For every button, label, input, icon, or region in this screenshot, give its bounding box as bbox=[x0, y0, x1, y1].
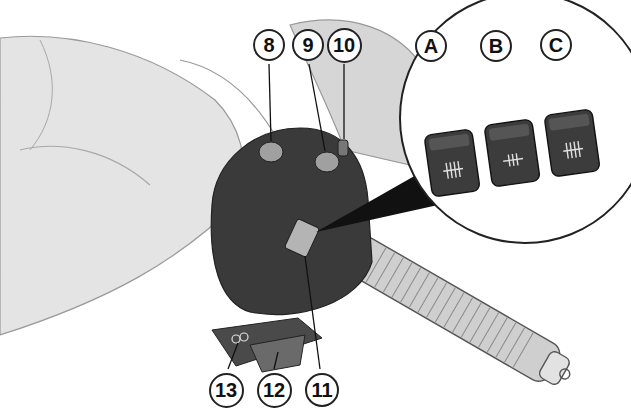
callout-number: B bbox=[489, 36, 503, 56]
brake-line bbox=[180, 60, 275, 135]
switch-a bbox=[424, 129, 480, 197]
tank-edge bbox=[30, 40, 52, 150]
callout-circle: B bbox=[480, 30, 512, 62]
tank-edge bbox=[20, 146, 150, 185]
handlebar-grip bbox=[340, 232, 580, 395]
magnifier-circle bbox=[400, 0, 631, 243]
fuel-tank bbox=[0, 36, 244, 335]
leader-lines bbox=[228, 64, 344, 369]
callout-number: 11 bbox=[311, 380, 332, 400]
callout-circle: 9 bbox=[292, 29, 324, 61]
switch-c bbox=[544, 109, 600, 177]
callout-circle: 8 bbox=[253, 29, 285, 61]
switch-b bbox=[484, 119, 540, 187]
lever-icon bbox=[240, 333, 248, 341]
switch-10 bbox=[338, 140, 348, 156]
button-9 bbox=[315, 152, 339, 172]
lever-12 bbox=[250, 335, 305, 372]
callout-circle: A bbox=[415, 30, 447, 62]
callout-circle: 12 bbox=[257, 373, 292, 408]
lever-icon bbox=[232, 335, 240, 343]
callout-circle: 13 bbox=[209, 373, 244, 408]
callout-number: 8 bbox=[263, 35, 274, 55]
callout-number: A bbox=[424, 36, 438, 56]
button-8 bbox=[259, 142, 283, 162]
callout-circle: 11 bbox=[305, 373, 339, 407]
callout-circle: 10 bbox=[327, 28, 362, 63]
rocker-11 bbox=[284, 218, 319, 257]
callout-number: 13 bbox=[215, 380, 237, 400]
callout-number: C bbox=[549, 35, 563, 55]
callout-circle: C bbox=[540, 29, 572, 61]
callout-number: 9 bbox=[302, 35, 313, 55]
callout-number: 10 bbox=[333, 35, 355, 55]
callout-number: 12 bbox=[263, 380, 285, 400]
